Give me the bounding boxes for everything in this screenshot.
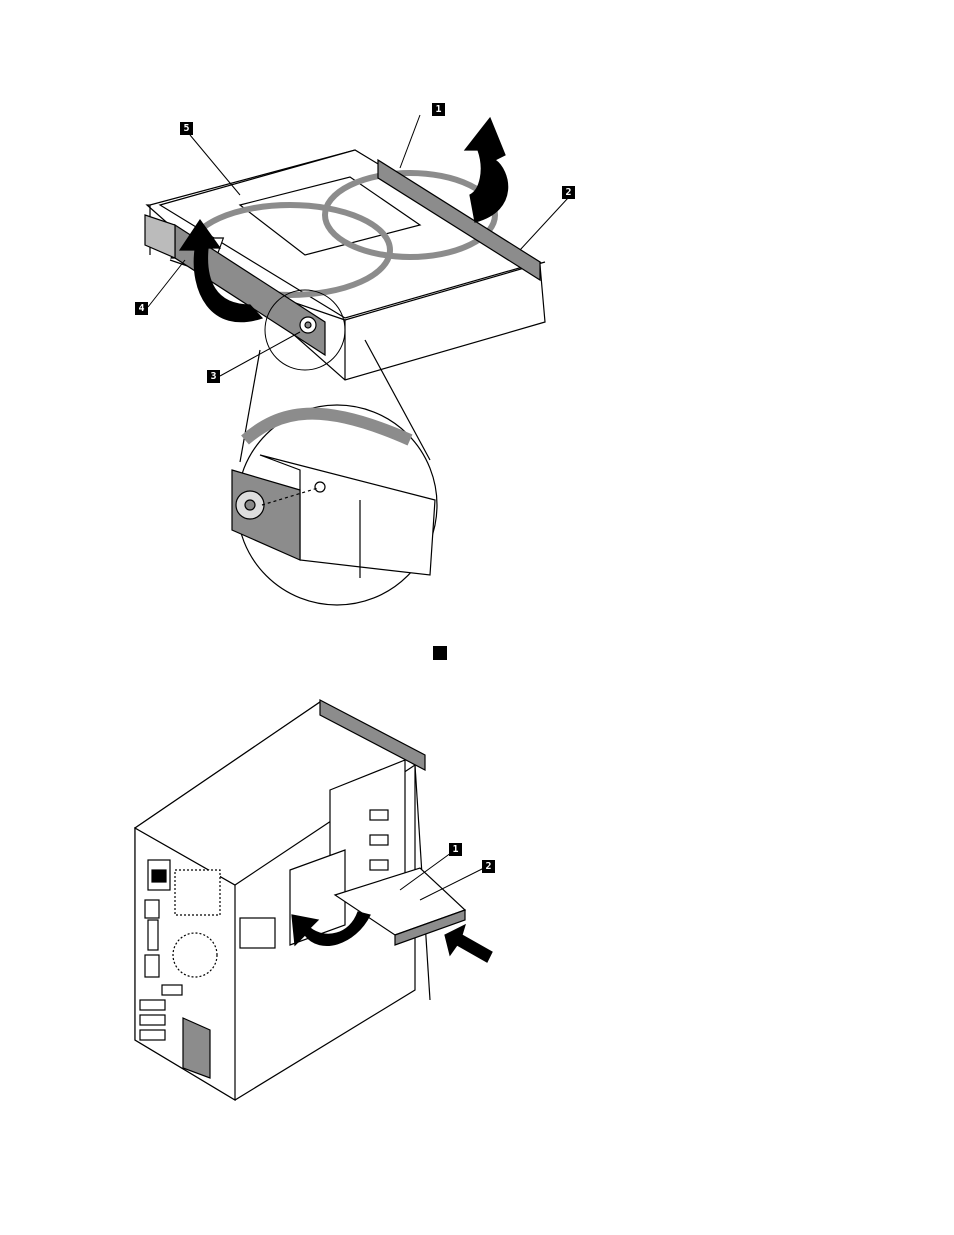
callout-2: 2 <box>562 186 575 199</box>
callout-4: 4 <box>135 302 148 315</box>
callout-5: 5 <box>180 122 193 135</box>
callout-1: 1 <box>432 103 445 116</box>
callout-2: 2 <box>482 860 495 873</box>
callout-1: 1 <box>449 843 462 856</box>
callout-3: 3 <box>207 370 220 383</box>
drive-retainer-illustration <box>145 115 568 605</box>
inline-callout <box>433 646 447 660</box>
computer-chassis-illustration <box>135 700 492 1100</box>
